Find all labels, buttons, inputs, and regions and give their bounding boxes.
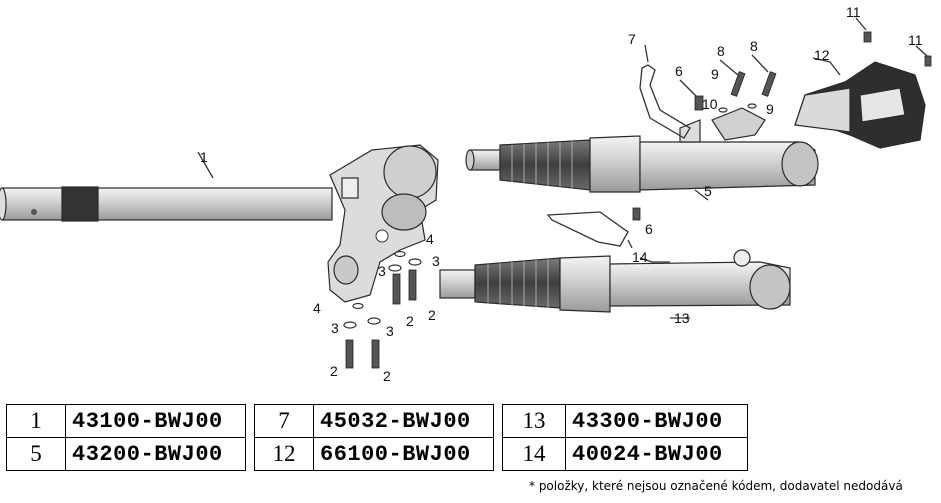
callout-13: 13 bbox=[674, 310, 690, 326]
mounting-plate-part bbox=[711, 107, 766, 141]
parts-table-3: 13 43300-BWJ00 14 40024-BWJ00 bbox=[502, 404, 748, 471]
table-row: 7 45032-BWJ00 bbox=[254, 404, 494, 438]
part-code: 66100-BWJ00 bbox=[313, 437, 494, 471]
part-number: 12 bbox=[254, 437, 314, 471]
part-code: 40024-BWJ00 bbox=[565, 437, 748, 471]
callout-8: 8 bbox=[750, 38, 758, 54]
part-number: 14 bbox=[502, 437, 566, 471]
table-row: 5 43200-BWJ00 bbox=[6, 437, 246, 471]
callout-labels: 1 2 2 2 2 3 3 3 3 4 4 5 6 6 7 8 8 9 9 10… bbox=[200, 4, 923, 384]
fork-leg-lower-part bbox=[439, 249, 791, 313]
parts-table-1: 1 43100-BWJ00 5 43200-BWJ00 bbox=[6, 404, 246, 471]
callout-11: 11 bbox=[908, 32, 923, 48]
bracket-14-part bbox=[546, 211, 629, 247]
part-code: 45032-BWJ00 bbox=[313, 404, 494, 438]
callout-11: 11 bbox=[846, 4, 861, 20]
callout-6: 6 bbox=[645, 221, 653, 237]
parts-table-2: 7 45032-BWJ00 12 66100-BWJ00 bbox=[254, 404, 494, 471]
callout-3: 3 bbox=[378, 263, 386, 279]
leader-lines bbox=[197, 17, 928, 319]
callout-12: 12 bbox=[814, 47, 830, 63]
callout-4: 4 bbox=[313, 300, 321, 316]
bracket-7-part bbox=[639, 64, 691, 139]
callout-2: 2 bbox=[330, 363, 338, 379]
exploded-parts-diagram: 1 2 2 2 2 3 3 3 3 4 4 5 6 6 7 8 8 9 9 10… bbox=[0, 4, 932, 384]
fender-part bbox=[794, 61, 926, 149]
footnote: * položky, které nejsou označené kódem, … bbox=[529, 479, 903, 493]
callout-1: 1 bbox=[200, 149, 208, 165]
bolts-group bbox=[345, 31, 932, 369]
callout-2: 2 bbox=[428, 307, 436, 323]
callout-3: 3 bbox=[386, 323, 394, 339]
part-code: 43200-BWJ00 bbox=[65, 437, 246, 471]
callout-3: 3 bbox=[432, 253, 440, 269]
callout-5: 5 bbox=[704, 183, 712, 199]
callout-8: 8 bbox=[717, 43, 725, 59]
table-row: 14 40024-BWJ00 bbox=[502, 437, 748, 471]
steering-stem-part bbox=[0, 186, 333, 222]
table-row: 12 66100-BWJ00 bbox=[254, 437, 494, 471]
part-code: 43100-BWJ00 bbox=[65, 404, 246, 438]
callout-9: 9 bbox=[766, 101, 774, 117]
triple-clamp-part bbox=[327, 144, 439, 303]
callout-4: 4 bbox=[426, 231, 434, 247]
callout-3: 3 bbox=[331, 320, 339, 336]
callout-6: 6 bbox=[675, 63, 683, 79]
callout-2: 2 bbox=[406, 313, 414, 329]
part-number: 7 bbox=[254, 404, 314, 438]
washers-group bbox=[343, 103, 757, 329]
part-number: 13 bbox=[502, 404, 566, 438]
callout-7: 7 bbox=[628, 31, 636, 47]
callout-10: 10 bbox=[702, 96, 718, 112]
table-row: 1 43100-BWJ00 bbox=[6, 404, 246, 438]
callout-9: 9 bbox=[711, 66, 719, 82]
table-row: 13 43300-BWJ00 bbox=[502, 404, 748, 438]
callout-2: 2 bbox=[383, 368, 391, 384]
fork-leg-upper-part bbox=[465, 119, 819, 193]
part-code: 43300-BWJ00 bbox=[565, 404, 748, 438]
part-number: 5 bbox=[6, 437, 66, 471]
part-number: 1 bbox=[6, 404, 66, 438]
callout-14: 14 bbox=[632, 249, 648, 265]
